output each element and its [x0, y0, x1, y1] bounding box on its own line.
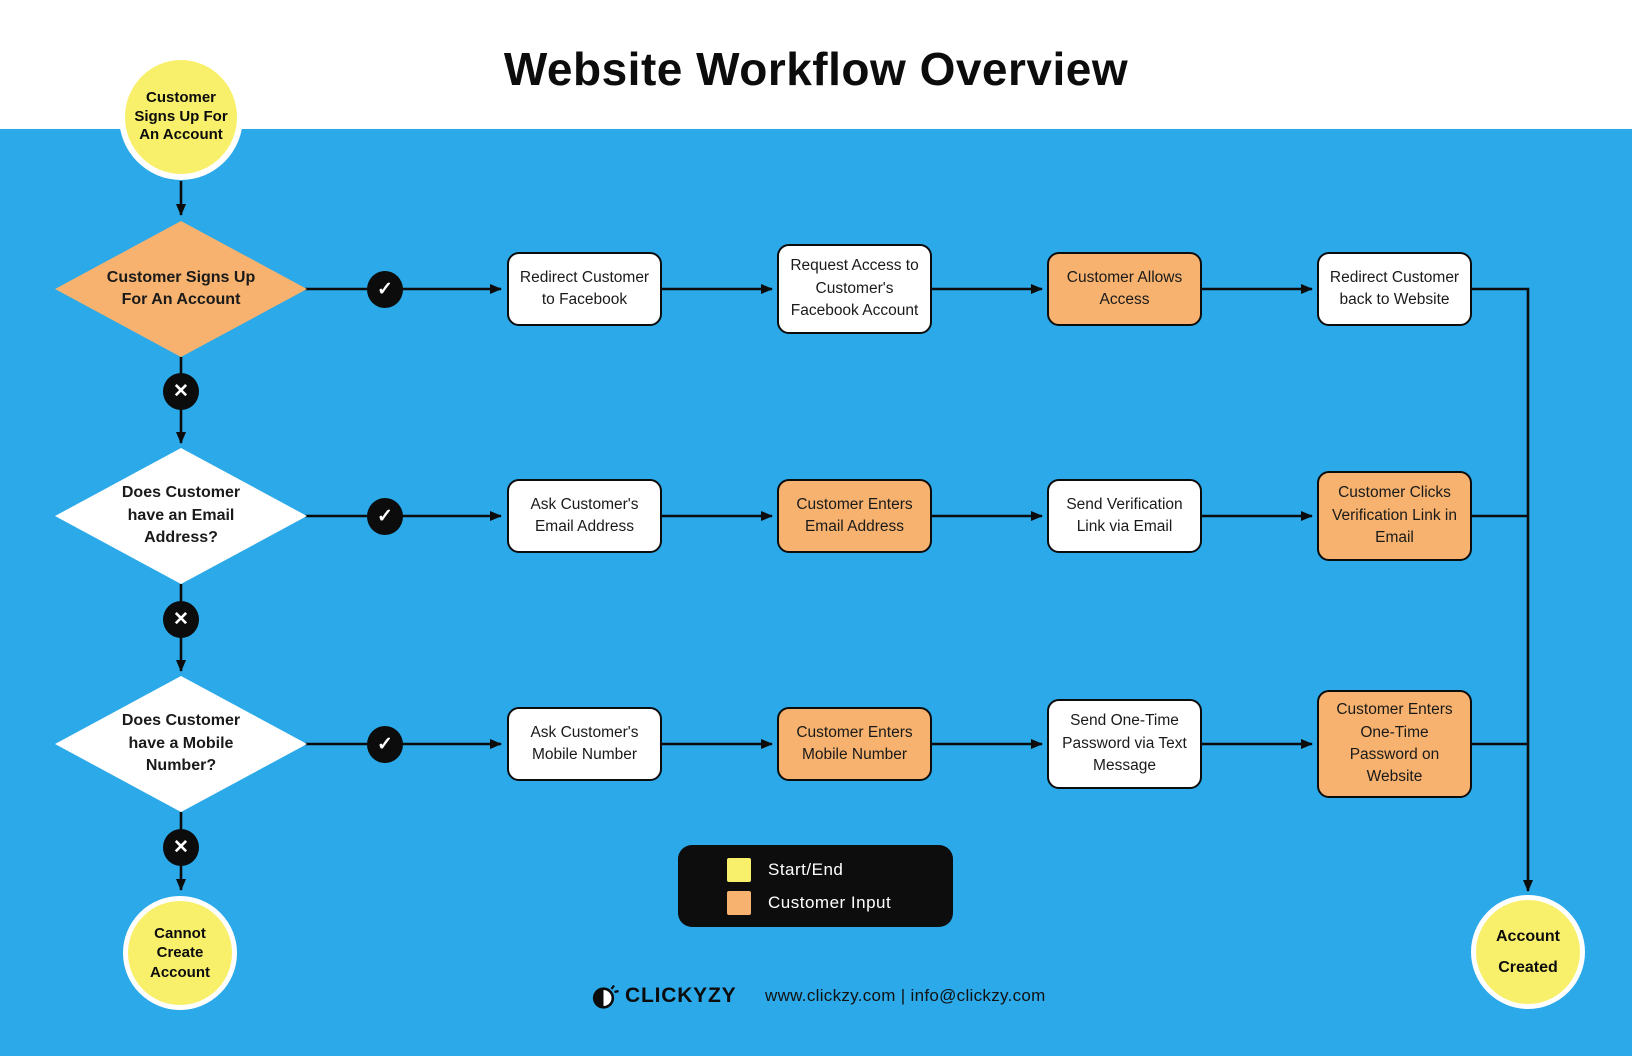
x-icon: ✕	[173, 837, 189, 858]
customer-input-swatch	[727, 890, 751, 915]
start-node-label: Customer Signs Up For An Account	[134, 88, 228, 144]
no-badge-row2: ✕	[163, 601, 199, 638]
step-customer-allows-access: Customer Allows Access	[1047, 252, 1202, 326]
step-enter-otp: Customer Enters One-Time Password on Web…	[1317, 690, 1472, 798]
legend-label: Start/End	[768, 859, 844, 879]
step-redirect-back-website: Redirect Customer back to Website	[1317, 252, 1472, 326]
legend-item-start-end: Start/End	[727, 857, 953, 882]
header-band	[0, 0, 1632, 129]
check-icon: ✓	[377, 506, 393, 527]
start-node: Customer Signs Up For An Account	[119, 54, 243, 180]
x-icon: ✕	[173, 609, 189, 630]
x-icon: ✕	[173, 381, 189, 402]
step-ask-email: Ask Customer's Email Address	[507, 479, 662, 553]
step-enter-email: Customer Enters Email Address	[777, 479, 932, 553]
success-end-label: Account Created	[1496, 927, 1560, 976]
decision-email-label: Does Customer have an Email Address?	[121, 484, 241, 547]
step-redirect-facebook: Redirect Customer to Facebook	[507, 252, 662, 326]
check-icon: ✓	[377, 279, 393, 300]
footer-contact: www.clickzy.com | info@clickzy.com	[765, 986, 1046, 1005]
step-ask-mobile: Ask Customer's Mobile Number	[507, 707, 662, 781]
fail-end-node: Cannot Create Account	[123, 896, 237, 1010]
legend: Start/End Customer Input	[678, 845, 953, 927]
step-send-otp: Send One-Time Password via Text Message	[1047, 699, 1202, 789]
step-click-verification-link: Customer Clicks Verification Link in Ema…	[1317, 471, 1472, 561]
no-badge-row1: ✕	[163, 373, 199, 410]
yes-badge-row1: ✓	[367, 271, 403, 308]
success-end-node: Account Created	[1471, 895, 1585, 1009]
page-title: Website Workflow Overview	[503, 43, 1129, 95]
decision-mobile-label: Does Customer have a Mobile Number?	[121, 712, 241, 775]
mouse-logo-icon	[592, 984, 619, 1009]
brand-name: CLICKYZY	[625, 984, 737, 1007]
start-end-swatch	[727, 857, 751, 882]
yes-badge-row2: ✓	[367, 498, 403, 535]
legend-item-customer-input: Customer Input	[727, 890, 953, 915]
step-request-access: Request Access to Customer's Facebook Ac…	[777, 244, 932, 334]
fail-end-label: Cannot Create Account	[150, 924, 210, 981]
step-send-verification-link: Send Verification Link via Email	[1047, 479, 1202, 553]
yes-badge-row3: ✓	[367, 726, 403, 763]
decision-signup-label: Customer Signs Up For An Account	[106, 268, 256, 308]
legend-label: Customer Input	[768, 892, 892, 912]
check-icon: ✓	[377, 734, 393, 755]
step-enter-mobile: Customer Enters Mobile Number	[777, 707, 932, 781]
no-badge-row3: ✕	[163, 829, 199, 866]
